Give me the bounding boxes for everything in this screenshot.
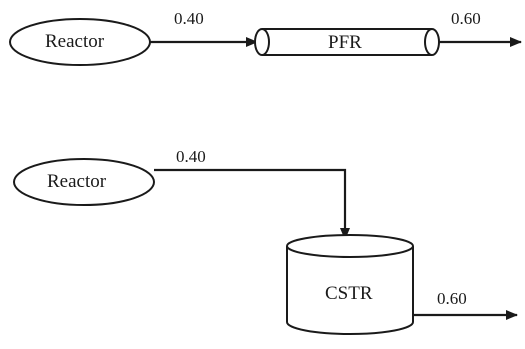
feed-stream-arrow-bottom xyxy=(154,168,350,240)
reactor-label-bottom: Reactor xyxy=(47,171,107,192)
reactor-node-bottom xyxy=(13,158,155,206)
cstr-label: CSTR xyxy=(325,283,373,304)
reactor-label-top: Reactor xyxy=(45,31,105,52)
outlet-conversion-top: 0.60 xyxy=(451,9,481,28)
inlet-conversion-bottom: 0.40 xyxy=(176,147,206,166)
outlet-conversion-bottom: 0.60 xyxy=(437,289,467,308)
pfr-label: PFR xyxy=(328,32,362,53)
pfr-tube xyxy=(254,28,440,56)
cstr-tank xyxy=(286,234,414,335)
inlet-conversion-top: 0.40 xyxy=(174,9,204,28)
